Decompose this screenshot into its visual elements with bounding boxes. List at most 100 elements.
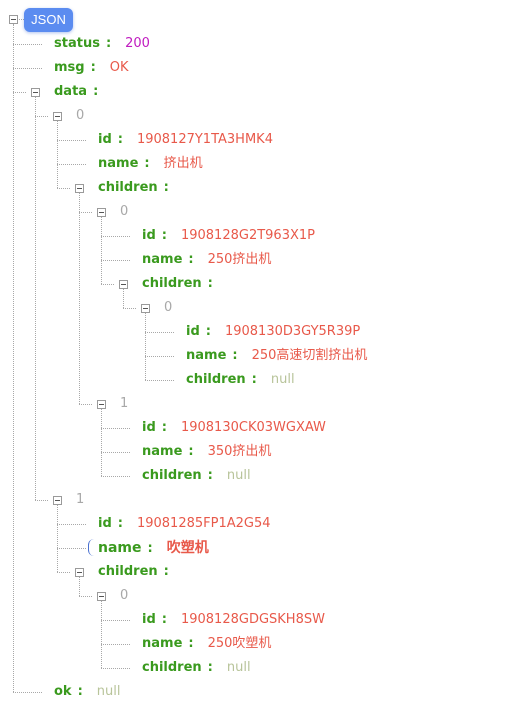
node-key: children	[142, 660, 202, 675]
tree-guide-line	[101, 260, 130, 261]
node-separator: :	[105, 36, 112, 51]
tree-node-index[interactable]: 0	[76, 107, 84, 125]
tree-node-index[interactable]: 0	[120, 587, 128, 605]
root-node-badge[interactable]: JSON	[24, 8, 73, 32]
collapse-toggle-data-0-children-0-children[interactable]	[119, 280, 128, 289]
collapse-toggle-data-1-children-0[interactable]	[97, 592, 106, 601]
node-key: children	[98, 180, 158, 195]
tree-node-msg[interactable]: msg:OK	[54, 59, 129, 77]
tree-node-id[interactable]: id:19081285FP1A2G54	[98, 515, 271, 533]
node-key: id	[98, 516, 112, 531]
node-separator: :	[147, 541, 153, 556]
tree-guide-line	[101, 668, 130, 669]
tree-node-id[interactable]: id:1908128GDGSKH8SW	[142, 611, 325, 629]
node-value: 250挤出机	[207, 252, 272, 267]
tree-guide-line	[79, 212, 92, 213]
tree-node-name[interactable]: name:250挤出机	[142, 251, 271, 269]
node-index: 1	[76, 492, 85, 507]
node-value: 250吹塑机	[207, 636, 272, 651]
collapse-toggle-data-0-children-1[interactable]	[97, 400, 106, 409]
tree-guide-line	[101, 620, 130, 621]
collapse-toggle-data-0-children-0-children-0[interactable]	[141, 304, 150, 313]
tree-guide-line	[35, 97, 36, 500]
node-separator: :	[117, 132, 123, 147]
node-key: msg	[54, 60, 85, 75]
node-key: data	[54, 84, 88, 99]
tree-guide-line	[145, 356, 174, 357]
collapse-toggle-data-0-children[interactable]	[75, 184, 84, 193]
node-value: 200	[125, 36, 150, 51]
node-key: id	[142, 612, 156, 627]
tree-guide-line	[101, 452, 130, 453]
tree-node-index[interactable]: 0	[164, 299, 172, 317]
node-separator: :	[207, 276, 213, 291]
node-index: 0	[76, 108, 85, 123]
node-key: status	[54, 36, 100, 51]
node-separator: :	[163, 180, 169, 195]
node-key: name	[142, 636, 183, 651]
tree-node-id[interactable]: id:1908130D3GY5R39P	[186, 323, 360, 341]
collapse-toggle-data-0-children-0[interactable]	[97, 208, 106, 217]
collapse-toggle-data-1-children[interactable]	[75, 568, 84, 577]
tree-guide-line	[79, 193, 80, 404]
tree-node-status[interactable]: status:200	[54, 35, 150, 53]
node-key: id	[98, 132, 112, 147]
tree-guide-line	[123, 289, 124, 308]
tree-guide-line	[101, 428, 130, 429]
tree-node-name[interactable]: name:挤出机	[98, 155, 203, 173]
tree-node-index[interactable]: 0	[120, 203, 128, 221]
tree-node-children[interactable]: children:null	[186, 371, 295, 389]
node-value: 1908130D3GY5R39P	[224, 324, 361, 339]
node-value: 1908127Y1TA3HMK4	[136, 132, 273, 147]
tree-node-name[interactable]: name:250高速切割挤出机	[186, 347, 367, 365]
tree-guide-line	[101, 644, 130, 645]
node-key: name	[142, 444, 183, 459]
tree-guide-line	[101, 236, 130, 237]
tree-node-children[interactable]: children:	[98, 563, 183, 581]
tree-node-name[interactable]: name:250吹塑机	[142, 635, 271, 653]
tree-node-data[interactable]: data:	[54, 83, 112, 101]
collapse-toggle-data-1[interactable]	[53, 496, 62, 505]
tree-guide-line	[101, 476, 130, 477]
tree-guide-line	[145, 332, 174, 333]
hover-highlight-bracket	[88, 539, 94, 556]
node-separator: :	[205, 324, 211, 339]
collapse-toggle-data-0[interactable]	[53, 112, 62, 121]
node-separator: :	[161, 420, 167, 435]
tree-guide-line	[79, 404, 92, 405]
tree-guide-line	[145, 380, 174, 381]
tree-node-id[interactable]: id:1908130CK03WGXAW	[142, 419, 326, 437]
collapse-toggle-data[interactable]	[31, 88, 40, 97]
tree-node-index[interactable]: 1	[76, 491, 84, 509]
tree-guide-line	[13, 68, 42, 69]
tree-node-children[interactable]: children:	[142, 275, 227, 293]
node-value: 350挤出机	[207, 444, 272, 459]
node-separator: :	[188, 252, 194, 267]
node-value: null	[270, 372, 295, 387]
tree-guide-line	[101, 284, 114, 285]
node-key: name	[186, 348, 227, 363]
tree-node-id[interactable]: id:1908127Y1TA3HMK4	[98, 131, 273, 149]
collapse-toggle-root[interactable]	[9, 15, 18, 24]
tree-guide-line	[57, 188, 70, 189]
node-key: id	[186, 324, 200, 339]
tree-guide-line	[35, 500, 48, 501]
node-separator: :	[77, 684, 83, 699]
node-separator: :	[207, 660, 213, 675]
tree-node-id[interactable]: id:1908128G2T963X1P	[142, 227, 315, 245]
tree-node-children[interactable]: children:	[98, 179, 183, 197]
node-index: 0	[120, 588, 129, 603]
node-key: name	[98, 156, 139, 171]
tree-guide-line	[79, 577, 80, 596]
tree-node-ok[interactable]: ok:null	[54, 683, 120, 701]
tree-node-children[interactable]: children:null	[142, 659, 251, 677]
node-index: 0	[120, 204, 129, 219]
tree-node-children[interactable]: children:null	[142, 467, 251, 485]
node-key: id	[142, 420, 156, 435]
tree-node-name[interactable]: name:350挤出机	[142, 443, 271, 461]
tree-node-index[interactable]: 1	[120, 395, 128, 413]
tree-node-name-hovered[interactable]: name:吹塑机	[98, 539, 209, 557]
node-separator: :	[93, 84, 99, 99]
node-value: 吹塑机	[166, 540, 209, 556]
